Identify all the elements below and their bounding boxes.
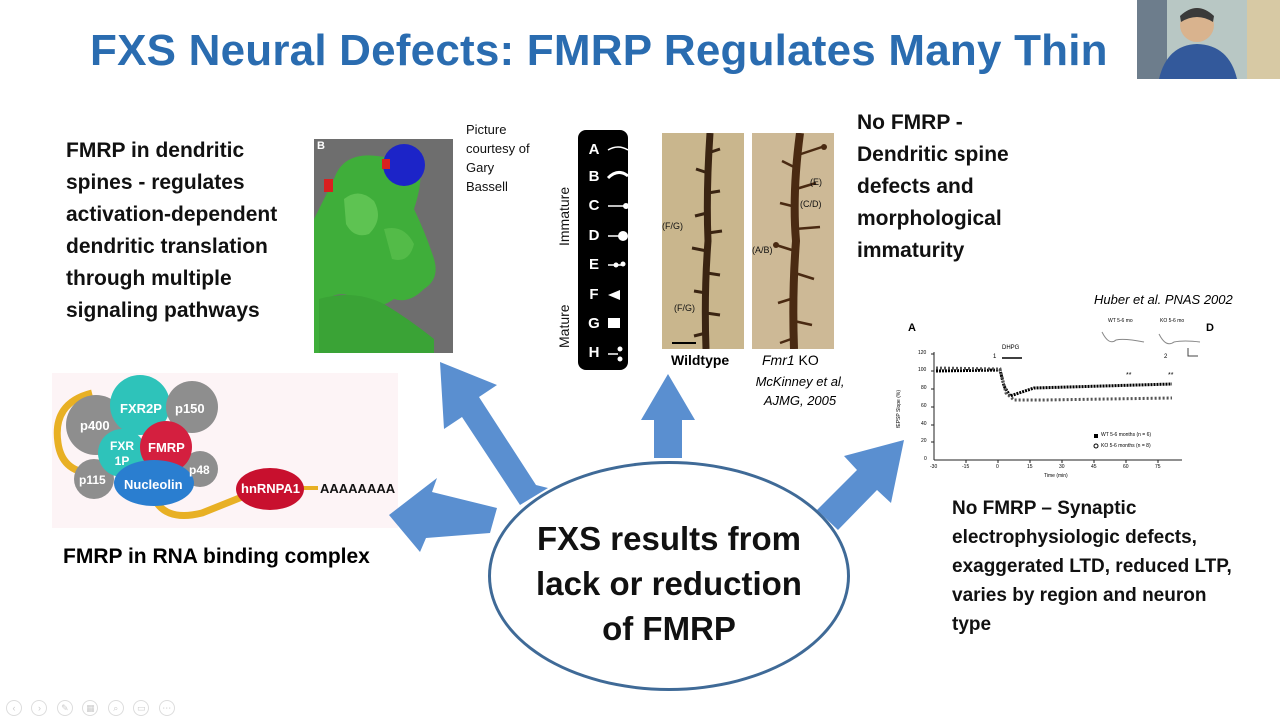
y-tick-0: 0 — [924, 456, 927, 462]
slide-title: FXS Neural Defects: FMRP Regulates Many … — [90, 26, 1108, 75]
presenter-webcam — [1137, 0, 1280, 79]
central-line-1: FXS results from — [536, 520, 802, 557]
graph-panel-letter: A — [908, 322, 916, 334]
image-credit: Picture courtesy of Gary Bassell — [466, 122, 530, 194]
legend-wt: WT 5-6 months (n = 6) — [1101, 432, 1152, 438]
ladder-letter-b: B — [588, 168, 600, 185]
protein-hnrnpa1: hnRNPA1 — [241, 481, 300, 496]
protein-fxr1p: FXR 1P — [110, 439, 134, 468]
mark-2: 2 — [1164, 354, 1168, 360]
ladder-letter-d: D — [588, 227, 600, 244]
ladder-letter-g: G — [588, 315, 600, 332]
fmr1-ko-micrograph: (E) (C/D) (A/B) — [752, 132, 834, 350]
ko-label-ab: (A/B) — [752, 245, 773, 255]
graph-x-axis-label: Time (min) — [1044, 473, 1068, 479]
inset-wt-label: WT 5-6 mo — [1108, 318, 1133, 324]
y-tick-40: 40 — [921, 421, 927, 427]
protein-p48: p48 — [189, 463, 210, 477]
mark-significance-2: ** — [1168, 372, 1174, 379]
spine-defects-text: No FMRP - Dendritic spine defects and mo… — [857, 111, 1009, 262]
poly-a-tail: AAAAAAAA — [320, 481, 396, 496]
spine-morphology-ladder: A B C D E F G H — [578, 130, 628, 370]
x-tick-0: 0 — [996, 464, 999, 470]
presenter-video-thumbnail — [1137, 0, 1280, 79]
x-tick-neg15: -15 — [962, 464, 970, 470]
fmr1-ko-label: Fmr1 KO — [762, 352, 819, 368]
protein-fmrp: FMRP — [148, 440, 185, 455]
fmrp-rna-binding-complex-diagram: FXR2P p150 p400 FXR 1P FMRP p48 p115 Nuc… — [52, 373, 398, 528]
spine-panel-letter: B — [317, 140, 325, 152]
synaptic-defects-text: No FMRP – Synaptic electrophysiologic de… — [952, 498, 1232, 635]
ladder-letter-c: C — [588, 197, 600, 214]
arrow-up-left-icon — [440, 362, 548, 505]
x-tick-neg30: -30 — [930, 464, 938, 470]
ltd-electrophysiology-graph: A D DHPG WT 5-6 mo KO 5-6 mo fEPSP Slope… — [896, 318, 1214, 488]
x-tick-15: 15 — [1027, 464, 1033, 470]
rna-binding-text: FMRP in RNA binding complex — [63, 545, 370, 568]
mckinney-citation: McKinney et al, AJMG, 2005 — [755, 374, 845, 408]
wt-label-fg-1: (F/G) — [662, 221, 683, 231]
x-tick-60: 60 — [1123, 464, 1129, 470]
fmr1-gene-label: Fmr1 — [762, 352, 795, 368]
protein-fxr2p: FXR2P — [120, 401, 162, 416]
x-tick-75: 75 — [1155, 464, 1161, 470]
ko-label-cd: (C/D) — [800, 199, 822, 209]
previous-slide-button[interactable]: ‹ — [6, 700, 22, 716]
mark-significance-1: ** — [1126, 372, 1132, 379]
slides-view-button[interactable]: ▦ — [82, 700, 99, 716]
central-message-text: FXS results from lack or reduction of FM… — [488, 516, 850, 651]
wt-label-fg-2: (F/G) — [674, 303, 695, 313]
graph-panel-letter-right: D — [1206, 322, 1214, 334]
y-tick-60: 60 — [921, 403, 927, 409]
ko-label-e: (E) — [810, 177, 822, 187]
wildtype-micrograph: (F/G) (F/G) — [662, 132, 744, 350]
protein-p400: p400 — [80, 418, 110, 433]
pen-tool-button[interactable]: ✎ — [56, 700, 73, 716]
ladder-letter-e: E — [588, 256, 599, 273]
arrow-up-icon — [641, 374, 695, 458]
y-tick-120: 120 — [918, 350, 927, 356]
immature-label: Immature — [556, 186, 572, 246]
ladder-letter-h: H — [588, 344, 600, 361]
inset-ko-label: KO 5-6 mo — [1160, 318, 1185, 324]
x-tick-30: 30 — [1059, 464, 1065, 470]
dendritic-spine-3d-image: B — [314, 139, 453, 353]
dendritic-spines-text: FMRP in dendritic spines - regulates act… — [66, 139, 278, 322]
y-tick-80: 80 — [921, 385, 927, 391]
next-slide-button[interactable]: › — [31, 700, 48, 716]
huber-citation: Huber et al. PNAS 2002 — [1094, 292, 1233, 307]
arrow-left-icon — [389, 478, 497, 552]
ladder-letter-f: F — [589, 286, 599, 303]
zoom-button[interactable]: ⌕ — [107, 700, 124, 716]
legend-ko: KO 5-6 months (n = 8) — [1101, 443, 1151, 449]
dhpg-label: DHPG — [1002, 345, 1020, 351]
ladder-letter-a: A — [588, 141, 600, 158]
y-tick-20: 20 — [921, 438, 927, 444]
mark-1: 1 — [993, 354, 997, 360]
central-message-ellipse — [488, 461, 850, 691]
protein-nucleolin: Nucleolin — [124, 477, 183, 492]
wildtype-label: Wildtype — [671, 352, 730, 368]
graph-y-axis-label: fEPSP Slope (%) — [896, 390, 902, 428]
more-options-button[interactable]: ⋯ — [158, 700, 175, 716]
central-line-2: lack or reduction — [536, 565, 802, 602]
y-tick-100: 100 — [918, 367, 927, 373]
protein-p150: p150 — [175, 401, 205, 416]
presentation-toolbar: ‹ › ✎ ▦ ⌕ ▭ ⋯ — [6, 698, 180, 716]
central-line-3: of FMRP — [602, 610, 736, 647]
x-tick-45: 45 — [1091, 464, 1097, 470]
spine-shapes-icon — [606, 146, 628, 362]
ko-suffix-label: KO — [794, 352, 819, 368]
protein-p115: p115 — [79, 473, 106, 487]
subtitles-button[interactable]: ▭ — [133, 700, 150, 716]
mature-label: Mature — [556, 304, 572, 348]
